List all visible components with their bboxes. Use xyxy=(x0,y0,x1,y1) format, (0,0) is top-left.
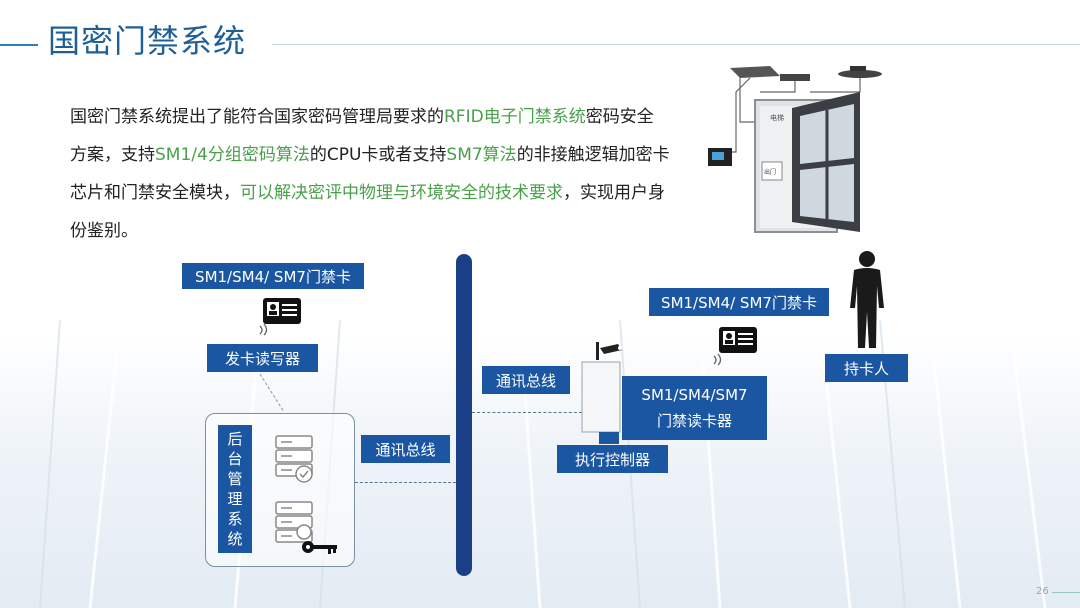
paragraph-text: 的CPU卡或者支持 xyxy=(309,145,447,165)
title-accent-line xyxy=(0,44,38,46)
highlight-text: SM1/4分组密码算法 xyxy=(155,145,310,165)
highlight-text: 可以解决密评中物理与环境安全的技术要求 xyxy=(240,183,563,203)
door-access-photo: 电梯 出门 xyxy=(708,66,882,233)
backend-label-char: 台 xyxy=(227,450,243,468)
card-holder-label: 持卡人 xyxy=(825,354,908,382)
controller-label: 执行控制器 xyxy=(557,445,668,473)
intro-paragraph: 国密门禁系统提出了能符合国家密码管理局要求的RFID电子门禁系统密码安全方案，支… xyxy=(70,98,670,250)
highlight-text: RFID电子门禁系统 xyxy=(444,107,586,127)
page-number-line xyxy=(1052,592,1080,593)
title-divider xyxy=(272,44,1080,45)
person-icon xyxy=(850,251,884,348)
bus-label-left: 通讯总线 xyxy=(361,435,450,463)
paragraph-text: 国密门禁系统提出了能符合国家密码管理局要求的 xyxy=(70,107,444,127)
background-pattern xyxy=(39,320,1047,608)
card-reader-label: SM1/SM4/SM7 门禁读卡器 xyxy=(622,376,767,440)
key-icon xyxy=(302,541,337,554)
id-card-icon xyxy=(719,327,757,353)
page-number: 26 xyxy=(1036,586,1049,597)
backend-label-char: 理 xyxy=(227,490,243,508)
card-label-right: SM1/SM4/ SM7门禁卡 xyxy=(649,288,829,316)
card-label-left: SM1/SM4/ SM7门禁卡 xyxy=(182,263,364,289)
highlight-text: SM7算法 xyxy=(446,145,517,165)
backend-label-char: 统 xyxy=(227,530,243,548)
id-card-icon xyxy=(263,298,301,324)
paragraph-text: 的非接触逻辑加密卡芯片和门禁安全模块， xyxy=(70,145,670,203)
bus-label-right: 通讯总线 xyxy=(482,366,570,394)
card-writer-label: 发卡读写器 xyxy=(207,344,318,372)
bus-connector-right xyxy=(472,412,582,413)
communication-bus xyxy=(456,254,472,576)
card-reader-line1: SM1/SM4/SM7 xyxy=(641,386,748,404)
controller-cabinet xyxy=(581,361,621,444)
card-reader-line2: 门禁读卡器 xyxy=(656,412,732,430)
wireless-signal-icon xyxy=(259,323,268,336)
camera-icon xyxy=(596,342,622,360)
backend-label-char: 后 xyxy=(227,430,243,448)
backend-system-label: 后台管理系统 xyxy=(218,425,252,553)
page-title: 国密门禁系统 xyxy=(48,22,247,60)
paragraph-text: 密码安全方案，支持 xyxy=(70,107,654,165)
writer-connector-line xyxy=(259,373,285,413)
backend-label-char: 系 xyxy=(227,510,243,528)
server-icon xyxy=(275,501,313,543)
photo-door-label: 出门 xyxy=(764,168,776,176)
backend-label-char: 管 xyxy=(227,470,243,488)
photo-panel-label: 电梯 xyxy=(770,113,784,122)
wireless-signal-icon xyxy=(713,353,722,366)
bus-connector-left xyxy=(355,482,456,483)
server-icon xyxy=(275,435,313,483)
paragraph-text: ，实现用户身份鉴别。 xyxy=(70,183,665,241)
